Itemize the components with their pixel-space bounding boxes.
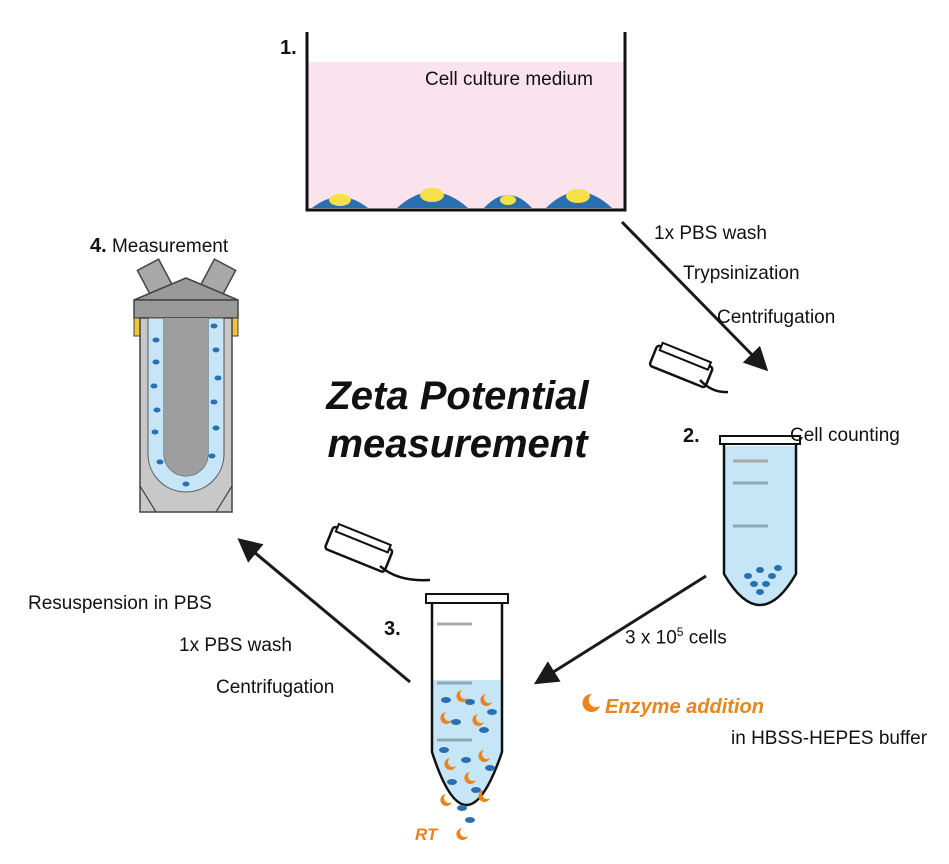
arrow-step3-to-step4 [237,538,411,684]
zeta-cell [133,258,239,513]
diagram-title: Zeta Potential measurement [300,372,615,468]
adherent-cell [546,189,612,208]
enzyme-addition-label: Enzyme addition [605,696,764,718]
step1-to-2-trypsinization: Trypsinization [683,263,800,284]
step4-label: 4. Measurement [90,236,228,256]
arrow-step1-to-step2 [620,220,769,372]
suspended-cells [439,697,497,823]
cell-count-unit: cells [683,627,727,649]
cell-count-exponent: 5 [676,625,684,639]
adherent-cell [397,188,468,208]
step1-to-2-wash: 1x PBS wash [654,223,767,244]
step3-number: 3. [384,618,401,640]
tube-step2 [648,341,801,606]
measured-cells [150,323,222,487]
measurement-label: Measurement [111,236,229,257]
step3-to-4-resuspension: Resuspension in PBS [28,593,212,614]
arrow-step2-to-step3 [533,574,707,685]
room-temperature-label: RT [415,825,438,844]
buffer-label: in HBSS-HEPES buffer [731,728,928,749]
adherent-cell [312,194,368,208]
enzyme-molecules [440,690,492,840]
title-line1: Zeta Potential [326,374,589,418]
cell-pellet [744,565,782,595]
step4-number: 4. [90,235,107,257]
title-line2: measurement [327,422,588,466]
step3-to-4-wash: 1x PBS wash [179,635,292,656]
step1-number: 1. [280,37,297,59]
cell-count-label: 3 x 105 cells [625,626,727,647]
culture-medium-label: Cell culture medium [425,69,593,90]
cell-counting-label: Cell counting [790,425,900,446]
culture-dish [305,32,627,212]
adherent-cell [484,195,532,208]
enzyme-icon [582,693,600,712]
step1-to-2-centrifugation: Centrifugation [717,307,836,328]
step2-number: 2. [683,425,700,447]
tube-step3 [324,522,509,840]
culture-medium [307,62,625,210]
step3-to-4-centrifugation: Centrifugation [216,677,335,698]
cell-count-base: 3 x 10 [625,627,677,649]
